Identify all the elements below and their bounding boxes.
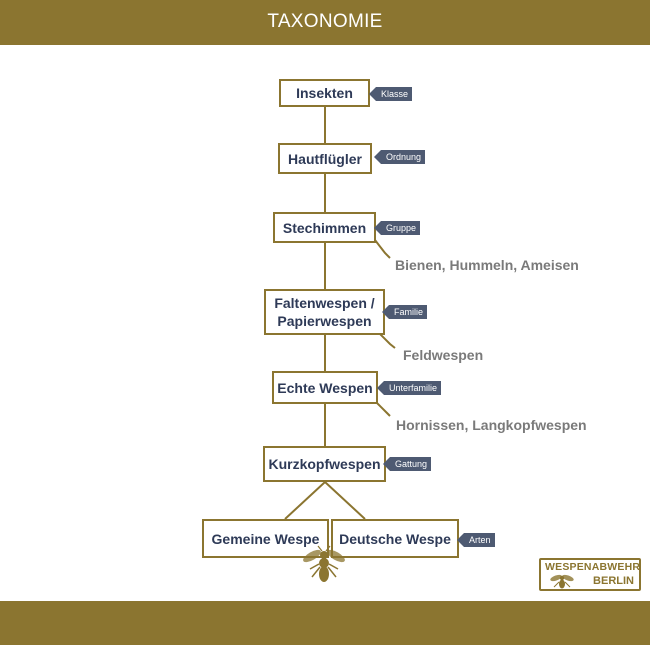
note-echte-wespen: Hornissen, Langkopfwespen (396, 417, 587, 433)
node-label-line1: Faltenwespen / (274, 295, 375, 311)
rank-tag-gattung: Gattung (382, 457, 432, 471)
rank-tag-klasse: Klasse (368, 87, 413, 101)
rank-tag-unterfamilie: Unterfamilie (376, 381, 442, 395)
node-faltenwespen: Faltenwespen / Papierwespen (264, 289, 385, 335)
connector-kurzkopfwespen-arten (284, 480, 366, 520)
node-label: Insekten (296, 85, 353, 101)
node-gemeine-wespe: Gemeine Wespe (202, 519, 329, 558)
logo-line1: WESPENABWEHR (545, 561, 641, 573)
node-label-line2: Papierwespen (277, 313, 372, 329)
rank-tag-gruppe: Gruppe (373, 221, 421, 235)
rank-tag-familie: Familie (381, 305, 428, 319)
node-insekten: Insekten (279, 79, 370, 107)
brand-logo: WESPENABWEHR BERLIN (539, 558, 641, 591)
page-title: TAXONOMIE (267, 11, 383, 32)
note-pointer-stechimmen (374, 239, 391, 259)
rank-tag-ordnung: Ordnung (373, 150, 426, 164)
node-label: Kurzkopfwespen (268, 456, 381, 472)
node-echte-wespen: Echte Wespen (272, 371, 378, 404)
note-stechimmen: Bienen, Hummeln, Ameisen (395, 257, 579, 273)
node-deutsche-wespe: Deutsche Wespe (331, 519, 459, 558)
wasp-icon (303, 545, 345, 582)
note-faltenwespen: Feldwespen (403, 347, 484, 363)
node-hautfluegler: Hautflügler (278, 143, 372, 174)
note-pointer-faltenwespen (377, 331, 396, 349)
node-label: Stechimmen (282, 219, 367, 236)
node-label: Gemeine Wespe (211, 530, 320, 547)
node-label: Deutsche Wespe (339, 530, 451, 547)
logo-wasp-icon (550, 574, 574, 589)
node-stechimmen: Stechimmen (273, 212, 376, 243)
node-label: Hautflügler (288, 150, 362, 167)
footer-bar (0, 601, 650, 645)
header-bar: TAXONOMIE (0, 0, 650, 45)
node-kurzkopfwespen: Kurzkopfwespen (263, 446, 386, 482)
note-pointer-echte-wespen (375, 401, 391, 417)
node-label: Echte Wespen (277, 379, 373, 396)
logo-line2: BERLIN (593, 575, 634, 587)
rank-tag-arten: Arten (457, 533, 495, 547)
